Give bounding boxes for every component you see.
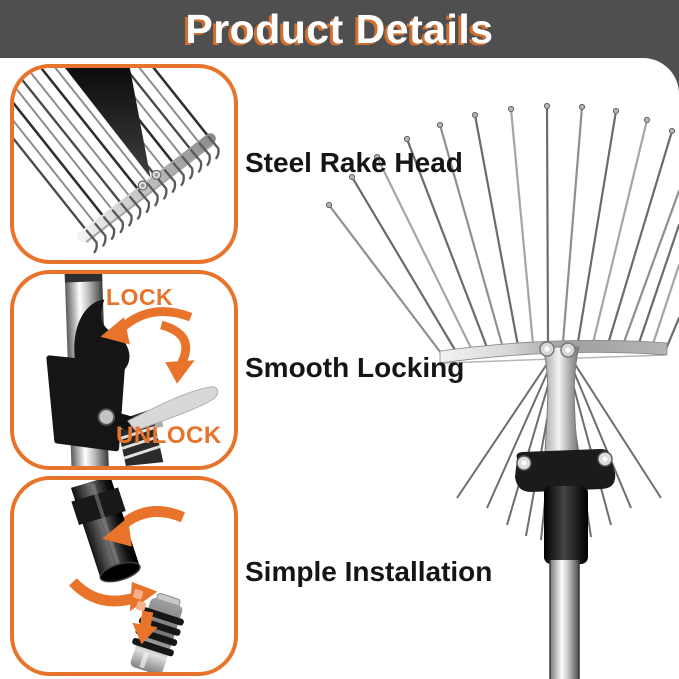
feature-label-smooth-locking: Smooth Locking [245,352,465,383]
pole-installation-photo [68,480,186,672]
lock-annotation: LOCK [106,284,174,310]
adjustable-fan-rake-photo [325,102,679,679]
feature-card-installation [10,476,238,676]
product-details-banner: Product Details [0,0,679,58]
page-title: Product Details [185,6,494,52]
feature-card-rake-head [10,64,238,264]
feature-label-steel-rake-head: Steel Rake Head [245,147,463,178]
feature-label-simple-installation: Simple Installation [245,556,493,587]
feature-card-locking: LOCK UNLOCK [10,270,238,470]
unlock-annotation: UNLOCK [116,422,222,449]
steel-rake-head-photo [14,68,220,254]
locking-mechanism-photo [46,274,219,466]
banner-corner-curve [621,58,679,94]
